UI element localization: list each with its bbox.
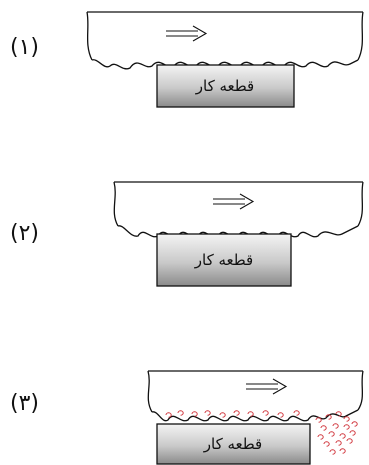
chip	[191, 411, 198, 417]
grinding-wheel	[147, 370, 364, 422]
chip	[335, 411, 342, 417]
chip	[293, 410, 300, 416]
chip	[177, 410, 184, 416]
diagram-3-number: (۳)	[10, 391, 39, 416]
chip	[165, 412, 172, 418]
direction-arrow	[213, 193, 255, 210]
wheel-outline	[113, 181, 364, 227]
direction-arrow	[166, 25, 208, 42]
workpiece-block	[156, 423, 311, 465]
workpiece: قطعه کار	[156, 423, 311, 465]
workpiece-block	[156, 233, 292, 287]
grinding-wheel	[113, 181, 364, 238]
chip	[323, 441, 330, 447]
workpiece-label: قطعه کار	[203, 435, 262, 453]
chip	[329, 449, 336, 455]
chip	[335, 440, 342, 446]
diagram-2-number: (۲)	[10, 221, 39, 246]
workpiece-label: قطعه کار	[195, 77, 254, 95]
chip	[219, 412, 226, 418]
diagram-3: (۳) قطعه کار	[10, 370, 364, 465]
workpiece-block	[156, 64, 295, 108]
chip	[320, 425, 327, 431]
workpiece: قطعه کار	[156, 233, 292, 287]
wheel-outline	[147, 370, 364, 413]
diagram-1-number: (۱)	[10, 35, 39, 60]
chip	[233, 410, 240, 416]
wheel-grit-edge	[151, 409, 359, 422]
chip	[339, 448, 346, 454]
chip	[343, 416, 350, 422]
chip	[317, 434, 324, 440]
chip	[332, 423, 339, 429]
workpiece-label: قطعه کار	[194, 251, 253, 269]
chip	[262, 410, 269, 416]
chip	[315, 417, 322, 423]
wheel-outline	[86, 11, 364, 61]
chip	[277, 412, 284, 418]
chip	[346, 438, 353, 444]
chip	[328, 431, 335, 437]
chip	[349, 430, 356, 436]
chip	[343, 424, 350, 430]
chips-group	[165, 410, 358, 455]
chip	[247, 411, 254, 417]
chip	[204, 410, 211, 416]
chip	[351, 421, 358, 427]
direction-arrow	[246, 378, 288, 395]
diagram-2: (۲) قطعه کار	[10, 181, 364, 287]
workpiece: قطعه کار	[156, 64, 295, 108]
chip	[339, 433, 346, 439]
grinding-wheel	[86, 11, 364, 70]
diagram-1: (۱) قطعه کار	[10, 11, 364, 108]
chip	[325, 414, 332, 420]
